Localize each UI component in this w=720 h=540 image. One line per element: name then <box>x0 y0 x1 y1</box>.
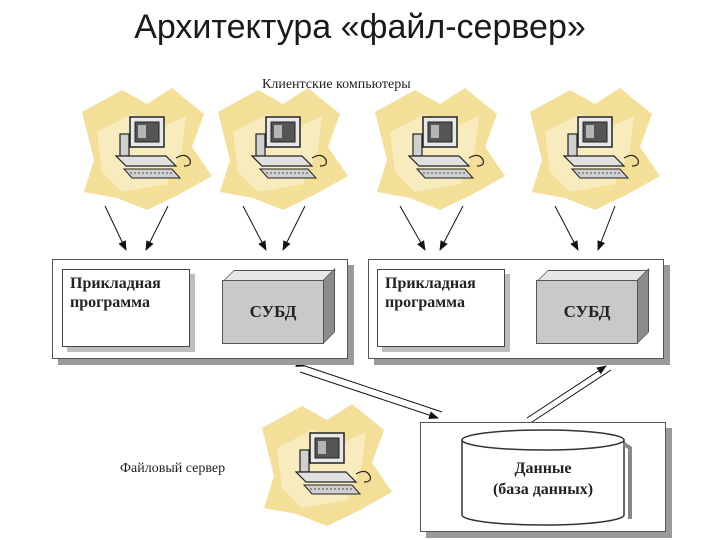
clients-label: Клиентские компьютеры <box>262 77 411 92</box>
application-label-line1: Прикладная <box>70 275 161 292</box>
application-label-line1: Прикладная <box>385 275 476 292</box>
file-server-label: Файловый сервер <box>120 461 226 476</box>
page-title: Архитектура «файл-сервер» <box>134 8 586 46</box>
application-label-line2: программа <box>385 294 465 311</box>
client-arrows <box>104 205 616 251</box>
application-box-1: Прикладная программа <box>62 269 190 347</box>
server-arrows <box>295 359 612 431</box>
database-label-line2: (база данных) <box>492 481 594 498</box>
dbms-box-2: СУБД <box>536 280 638 344</box>
database-label-line1: Данные <box>514 460 572 477</box>
application-box-2: Прикладная программа <box>377 269 505 347</box>
database-label: Данные (база данных) <box>462 458 624 500</box>
application-label-line2: программа <box>70 294 150 311</box>
